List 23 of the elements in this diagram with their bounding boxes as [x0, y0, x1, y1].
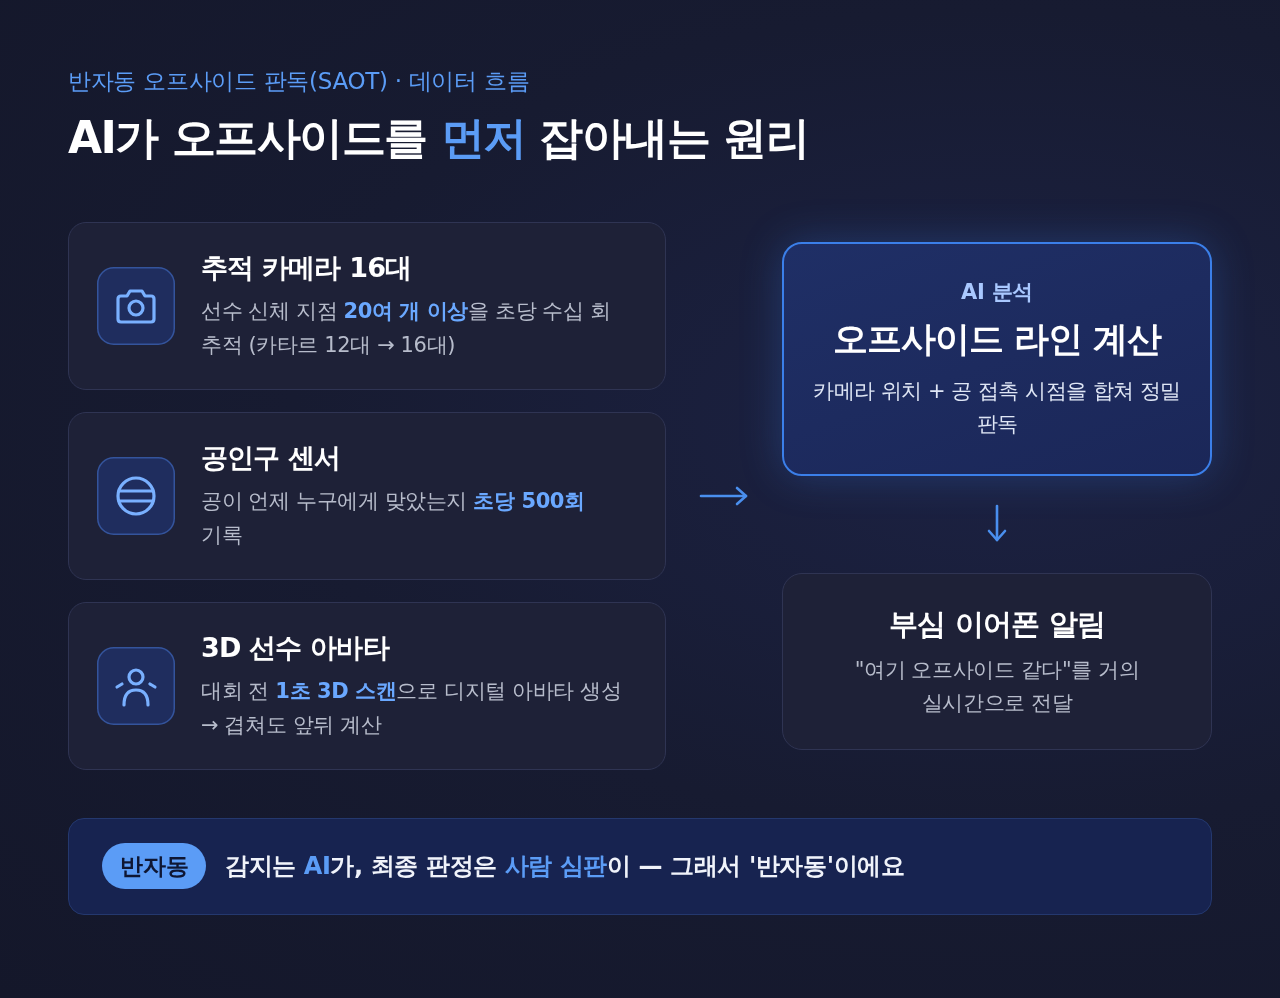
summary-text: 감지는 AI가, 최종 판정은 사람 심판이 — 그래서 '반자동'이에요	[225, 851, 905, 882]
card-title: 부심 이어폰 알림	[889, 605, 1105, 643]
arrow	[699, 486, 748, 506]
alert-card	[782, 573, 1212, 750]
analysis-card	[782, 242, 1212, 476]
card-title: 3D 선수 아바타	[201, 631, 389, 665]
card-description: "여기 오프사이드 같다"를 거의 실시간으로 전달	[853, 656, 1141, 717]
card-description: 대회 전 1초 3D 스캔으로 디지털 아바타 생성 → 겹쳐도 앞뒤 계산	[201, 678, 623, 739]
source-card	[68, 412, 666, 580]
card-description: 공이 언제 누구에게 맞았는지 초당 500회 기록	[201, 488, 586, 549]
page-kicker: 반자동 오프사이드 판독(SAOT) · 데이터 흐름	[68, 67, 530, 96]
card-title: 공인구 센서	[201, 441, 341, 475]
card-kicker: AI 분석	[961, 279, 1033, 306]
card-description: 선수 신체 지점 20여 개 이상을 초당 수십 회 추적 (카타르 12대 → 16대)	[201, 298, 612, 359]
arrow	[987, 504, 1007, 542]
card-description: 카메라 위치 + 공 접촉 시점을 합쳐 정밀 판독	[812, 378, 1182, 438]
card-title: 오프사이드 라인 계산	[832, 318, 1162, 361]
card-title: 추적 카메라 16대	[201, 251, 412, 285]
source-card	[68, 222, 666, 390]
tag-pill: 반자동	[102, 843, 206, 889]
summary-banner	[68, 818, 1212, 915]
source-card	[68, 602, 666, 770]
page-title: AI가 오프사이드를 먼저 잡아내는 원리	[68, 111, 809, 165]
